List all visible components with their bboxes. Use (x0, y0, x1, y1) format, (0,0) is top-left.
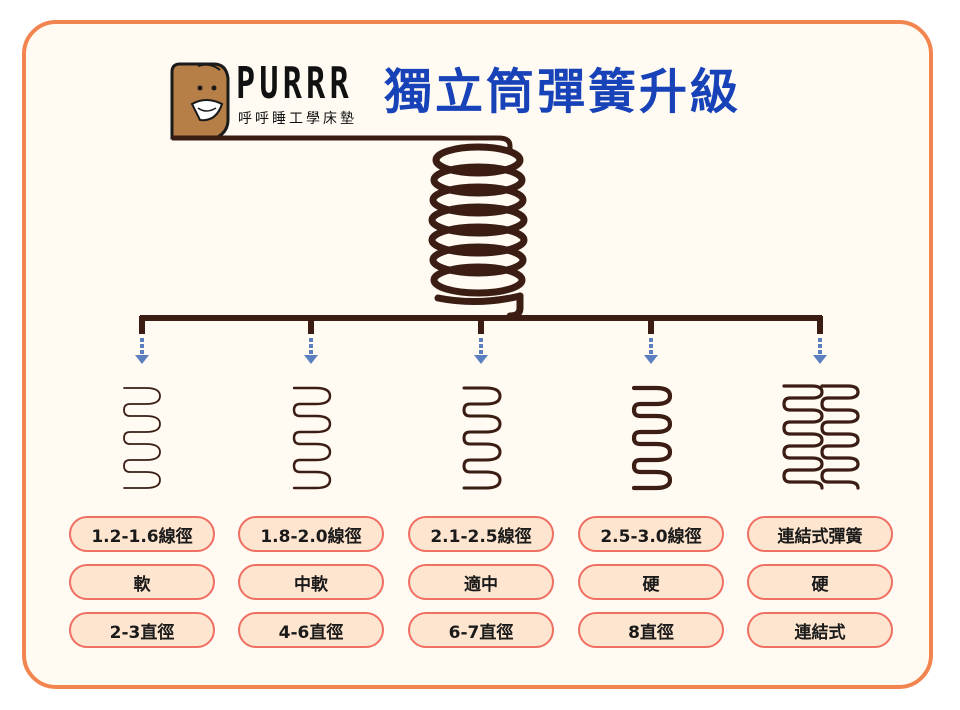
wire-gauge-label: 2.5-3.0線徑 (578, 516, 724, 552)
cat-mascot-icon (170, 62, 230, 140)
arrow-down-icon (304, 338, 318, 364)
diameter-label: 4-6直徑 (238, 612, 384, 648)
diameter-label: 連結式 (747, 612, 893, 648)
arrow-down-icon (813, 338, 827, 364)
firmness-label: 適中 (408, 564, 554, 600)
main-spring-icon (428, 143, 528, 320)
wire-gauge-label: 連結式彈簧 (747, 516, 893, 552)
wire-gauge-label: 1.8-2.0線徑 (238, 516, 384, 552)
spring-soft-icon (123, 387, 161, 489)
arrow-down-icon (644, 338, 658, 364)
diameter-label: 2-3直徑 (69, 612, 215, 648)
diameter-label: 8直徑 (578, 612, 724, 648)
arrow-down-icon (474, 338, 488, 364)
brand-tagline: 呼呼睡工學床墊 (238, 111, 357, 127)
firmness-label: 硬 (747, 564, 893, 600)
wire-gauge-label: 2.1-2.5線徑 (408, 516, 554, 552)
firmness-label: 硬 (578, 564, 724, 600)
spring-medium-icon (462, 386, 502, 490)
distribution-bar (139, 315, 823, 334)
diameter-label: 6-7直徑 (408, 612, 554, 648)
spring-firm-icon (631, 385, 673, 491)
wire-gauge-label: 1.2-1.6線徑 (69, 516, 215, 552)
firmness-label: 軟 (69, 564, 215, 600)
spring-medium-soft-icon (292, 386, 332, 490)
spring-linked-icon (782, 384, 860, 490)
connector-line (172, 135, 513, 152)
page-title: 獨立筒彈簧升級 (384, 64, 742, 120)
arrow-down-icon (135, 338, 149, 364)
brand-logo-text: PURRR (236, 58, 353, 109)
firmness-label: 中軟 (238, 564, 384, 600)
